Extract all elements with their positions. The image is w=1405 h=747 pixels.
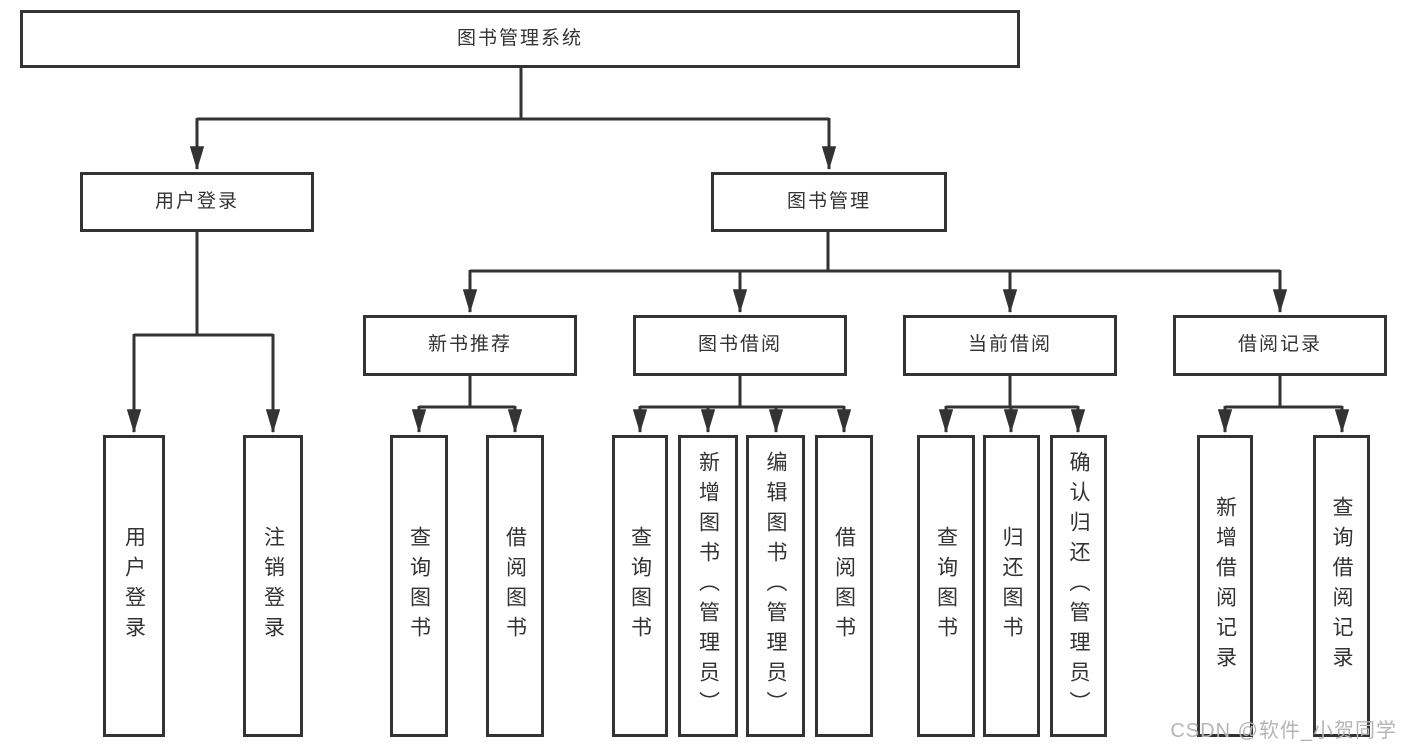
node-new-book-recommendation: 新书推荐 xyxy=(363,315,577,376)
node-query-borrow-record: 查询借阅记录 xyxy=(1313,435,1370,737)
node-add-book-admin: 新增图书（管理员） xyxy=(678,435,738,737)
node-logout: 注销登录 xyxy=(243,435,303,737)
node-borrowing-records: 借阅记录 xyxy=(1173,315,1387,376)
node-edit-book-admin: 编辑图书（管理员） xyxy=(746,435,805,737)
node-user-login-action: 用户登录 xyxy=(103,435,165,737)
node-borrow-books: 借阅图书 xyxy=(815,435,873,737)
node-query-books-borrow: 查询图书 xyxy=(612,435,668,737)
node-return-book: 归还图书 xyxy=(983,435,1040,737)
csdn-watermark: CSDN @软件_小贺同学 xyxy=(1170,720,1397,742)
node-book-borrowing: 图书借阅 xyxy=(633,315,847,376)
node-user-login: 用户登录 xyxy=(80,172,314,232)
node-borrow-books-recommend: 借阅图书 xyxy=(486,435,544,737)
node-book-management: 图书管理 xyxy=(711,172,947,232)
node-query-books-current: 查询图书 xyxy=(917,435,975,737)
node-current-borrowing: 当前借阅 xyxy=(903,315,1117,376)
node-add-borrow-record: 新增借阅记录 xyxy=(1197,435,1253,737)
node-root: 图书管理系统 xyxy=(20,10,1020,68)
node-confirm-return-admin: 确认归还（管理员） xyxy=(1050,435,1107,737)
node-query-books-recommend: 查询图书 xyxy=(390,435,448,737)
